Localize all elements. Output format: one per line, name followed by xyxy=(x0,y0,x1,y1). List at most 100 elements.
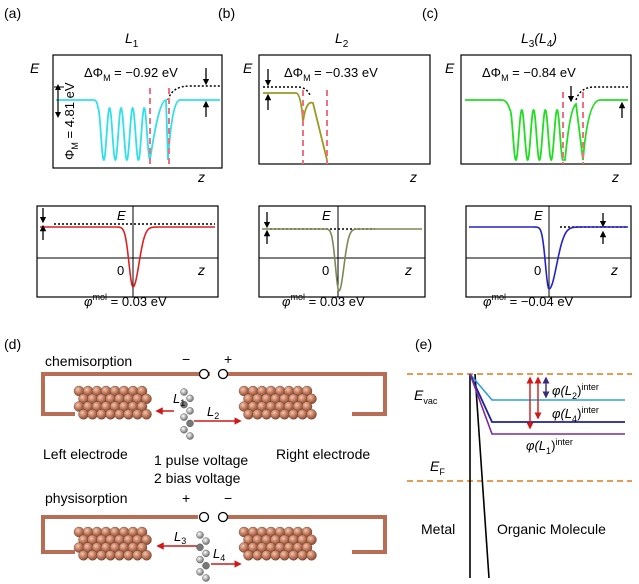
panel-a-title: L1 xyxy=(125,30,139,50)
level-l4 xyxy=(469,373,625,423)
electrode-atom xyxy=(301,385,313,397)
bias-voltage-label: 2 bias voltage xyxy=(154,470,241,486)
electrode-atom xyxy=(136,526,148,538)
panel-a-tag: (a) xyxy=(4,5,21,21)
electrode-atom xyxy=(301,542,313,553)
molecule-atom xyxy=(202,537,210,545)
panel-c-upper-frame xyxy=(460,54,632,165)
electrode-atom xyxy=(78,409,89,420)
circuit-top-plus: + xyxy=(224,351,232,367)
panel-a-vacuum-dotted xyxy=(167,85,220,101)
circuit-bottom-terminal-right xyxy=(217,511,229,523)
circuit-bottom-terminal-left xyxy=(198,511,210,523)
electrode-atom xyxy=(105,409,116,420)
panel-c-title: L3(L4) xyxy=(521,30,557,50)
electrode-atom xyxy=(136,542,148,553)
panel-c-potential-curve xyxy=(465,99,628,162)
panel-b-tag: (b) xyxy=(218,5,235,21)
electrode-atom xyxy=(132,409,143,420)
circuit-bottom-minus: − xyxy=(224,490,232,506)
panel-b-upper-frame xyxy=(258,54,431,165)
panel-c-phi-mol: φmol = −0.04 eV xyxy=(483,292,574,309)
electrode-atom xyxy=(141,534,152,545)
panel-b-vacuum-dotted xyxy=(263,86,311,96)
electrode-atom xyxy=(301,526,313,538)
electrode-atom xyxy=(87,550,98,561)
electrode-atom xyxy=(78,550,89,561)
panel-b-dphi: ΔΦM = −0.33 eV xyxy=(284,65,378,83)
circuit-bottom-wire xyxy=(41,515,387,554)
molecule-atom xyxy=(186,407,194,415)
left-electrode-label: Left electrode xyxy=(43,446,128,462)
panel-c-vacuum-dotted xyxy=(575,86,628,101)
panel-a-lower-well-curve xyxy=(40,226,215,288)
panel-a-e-label: E xyxy=(30,60,40,76)
circuit-bottom-plus: + xyxy=(182,490,190,506)
electrode-atom xyxy=(279,550,290,561)
top-left-electrode xyxy=(73,385,152,420)
electrode-atom xyxy=(123,550,134,561)
bottom-l3-label: L3 xyxy=(174,529,186,546)
electrode-atom xyxy=(306,550,317,561)
panel-a-z-label: z xyxy=(197,169,205,185)
right-electrode-label: Right electrode xyxy=(276,446,370,462)
electrode-atom xyxy=(87,409,98,420)
molecule-atom xyxy=(186,419,194,428)
panel-a-lower-z: z xyxy=(197,262,205,278)
panel-a-potential-curve xyxy=(56,99,220,162)
panel-c-lower-e: E xyxy=(534,208,543,223)
electrode-atom xyxy=(301,401,313,412)
electrode-atom xyxy=(306,534,317,545)
organic-molecule-label: Organic Molecule xyxy=(497,521,606,537)
pulse-voltage-label: 1 pulse voltage xyxy=(154,452,248,468)
top-molecule xyxy=(180,388,194,440)
panel-c: (c) L3(L4) E z ΔΦM = −0.84 eV E 0 z φmol… xyxy=(422,5,632,309)
circuit-top-terminal-left xyxy=(198,368,210,380)
panel-b: (b) L2 E z ΔΦM = −0.33 eV E 0 z φmol = 0… xyxy=(218,5,431,309)
electrode-atom xyxy=(306,409,317,420)
electrode-atom xyxy=(132,550,143,561)
molecule-atom xyxy=(196,543,204,551)
chemisorption-label: chemisorption xyxy=(45,353,132,369)
electrode-atom xyxy=(96,409,107,420)
panel-a-upper-frame xyxy=(52,54,223,169)
panel-c-e-label: E xyxy=(445,60,455,76)
molecule-atom xyxy=(196,568,204,576)
electrode-atom xyxy=(243,409,254,420)
electrode-atom xyxy=(297,550,308,561)
bottom-right-electrode xyxy=(238,526,317,561)
top-l2-label: L2 xyxy=(207,404,219,421)
electrode-atom xyxy=(270,409,281,420)
electrode-atom xyxy=(136,401,148,412)
electrode-atom xyxy=(114,409,125,420)
level-l2 xyxy=(469,373,625,401)
molecule-atom xyxy=(180,413,188,421)
electrode-atom xyxy=(105,550,116,561)
electrode-atom xyxy=(141,409,152,420)
panel-a-lower-e: E xyxy=(117,208,126,223)
bottom-l4-label: L4 xyxy=(213,546,225,563)
panel-a-phi-mol: φmol = 0.03 eV xyxy=(84,292,167,309)
evac-label: Evac xyxy=(414,387,438,406)
panel-b-lower-frame xyxy=(258,205,426,298)
panel-b-phi-mol: φmol = 0.03 eV xyxy=(282,292,365,309)
physisorption-label: physisorption xyxy=(45,490,128,506)
electrode-atom xyxy=(306,393,317,404)
panel-b-potential-curve xyxy=(263,92,328,161)
electrode-atom xyxy=(261,409,272,420)
electrode-atom xyxy=(270,550,281,561)
electrode-atom xyxy=(252,409,263,420)
electrode-atom xyxy=(288,409,299,420)
panel-a-lower-zero: 0 xyxy=(117,263,124,278)
panel-c-tag: (c) xyxy=(422,5,438,21)
electrode-atom xyxy=(252,550,263,561)
circuit-top-minus: − xyxy=(182,351,190,367)
electrode-atom xyxy=(123,409,134,420)
panel-a: (a) L1 E z ΔΦM = −0.92 eV ΦM = 4.81 eV E… xyxy=(4,5,223,309)
top-right-electrode xyxy=(238,385,317,420)
electrode-atom xyxy=(261,550,272,561)
electrode-atom xyxy=(279,409,290,420)
panel-c-lower-z: z xyxy=(610,262,618,278)
electrode-atom xyxy=(141,550,152,561)
